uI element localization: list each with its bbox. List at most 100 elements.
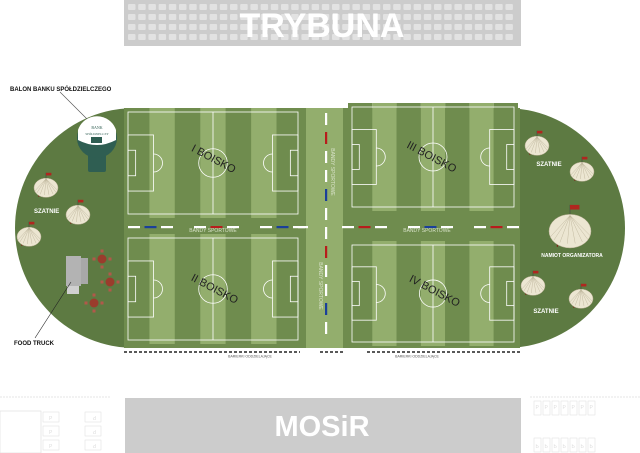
organizer-tent xyxy=(548,204,592,249)
parking-space: P xyxy=(551,400,560,416)
svg-text:P: P xyxy=(536,405,540,411)
sports-board-segment xyxy=(325,132,328,144)
sports-board-segment xyxy=(408,226,420,229)
parking-space: P xyxy=(578,400,587,416)
svg-text:P: P xyxy=(92,442,96,448)
parking-space: P xyxy=(560,437,569,453)
parking-space: P xyxy=(42,411,60,423)
svg-text:P: P xyxy=(545,405,549,411)
svg-text:P: P xyxy=(563,442,567,448)
svg-text:P: P xyxy=(581,405,585,411)
svg-text:P: P xyxy=(545,442,549,448)
sports-board-segment xyxy=(161,226,173,229)
svg-text:P: P xyxy=(92,428,96,434)
parking-space: P xyxy=(84,425,102,437)
sports-board-segment xyxy=(276,226,289,229)
parking-space: P xyxy=(533,437,542,453)
sports-board-segment xyxy=(325,265,328,277)
sports-board-segment xyxy=(325,284,328,296)
parking-space: P xyxy=(542,400,551,416)
pitch-3 xyxy=(348,103,518,211)
sports-board-segment xyxy=(325,189,328,201)
sports-board-segment xyxy=(325,113,328,125)
svg-text:P: P xyxy=(554,405,558,411)
boards-label-center-bottom: BANDY SPORTOWE xyxy=(317,262,323,310)
parking-space: P xyxy=(578,437,587,453)
changing-room-tent xyxy=(33,172,59,198)
food-truck xyxy=(34,256,88,339)
sports-board-segment xyxy=(375,226,387,229)
svg-text:P: P xyxy=(49,444,53,450)
sports-board-segment xyxy=(325,303,328,315)
sports-board-segment xyxy=(325,322,328,334)
svg-text:P: P xyxy=(92,414,96,420)
pitch-2 xyxy=(124,234,302,344)
sports-board-segment xyxy=(507,226,519,229)
changing-rooms-label-right-bottom: SZATNIE xyxy=(533,309,558,315)
balloon-label: BALON BANKU SPÓŁDZIELCZEGO xyxy=(10,85,112,93)
sports-board-segment xyxy=(260,226,272,229)
parking-space: P xyxy=(542,437,551,453)
sports-board-segment xyxy=(342,226,354,229)
svg-text:P: P xyxy=(49,416,53,422)
sports-board-segment xyxy=(474,226,486,229)
pitch-4 xyxy=(348,241,518,346)
svg-text:P: P xyxy=(590,442,594,448)
changing-room-tent xyxy=(568,283,594,309)
svg-text:P: P xyxy=(554,442,558,448)
sports-board-segment xyxy=(210,226,223,229)
sports-board-segment xyxy=(325,246,328,258)
parking-space: P xyxy=(84,411,102,423)
parking-space: P xyxy=(587,437,596,453)
changing-room-tent xyxy=(520,270,546,296)
parking-space: P xyxy=(551,437,560,453)
boards-label-right: BANDY SPORTOWE xyxy=(403,228,451,234)
sports-board-segment xyxy=(325,227,328,239)
balloon-text-2: SPÓŁDZIELCZY xyxy=(85,131,109,136)
picnic-table xyxy=(84,293,104,313)
sports-board-segment xyxy=(128,226,140,229)
changing-room-tent xyxy=(65,199,91,225)
pitch-1 xyxy=(124,108,302,218)
balloon-text-1: BANK xyxy=(91,125,102,130)
sports-board-segment xyxy=(424,226,437,229)
boards-label-left: BANDY SPORTOWE xyxy=(189,228,237,234)
parking-space: P xyxy=(42,439,60,451)
center-strip xyxy=(306,108,343,348)
parking-space: P xyxy=(587,400,596,416)
svg-text:P: P xyxy=(563,405,567,411)
changing-room-tent xyxy=(569,156,595,182)
parking-space: P xyxy=(84,439,102,451)
parking-space: P xyxy=(533,400,542,416)
food-truck-label: FOOD TRUCK xyxy=(14,341,55,347)
svg-text:P: P xyxy=(590,405,594,411)
stands-label: TRYBUNA xyxy=(240,7,405,45)
bank-balloon: BANK SPÓŁDZIELCZY xyxy=(59,91,117,172)
sports-board-segment xyxy=(194,226,206,229)
sports-board-segment xyxy=(298,226,308,229)
changing-room-tent xyxy=(524,130,550,156)
sports-board-segment xyxy=(227,226,239,229)
parking-space: P xyxy=(569,400,578,416)
svg-text:P: P xyxy=(581,442,585,448)
barrier-label-left: BARIERKI ODDZIELAJĄCE xyxy=(228,355,272,359)
parking-space: P xyxy=(569,437,578,453)
organizer-tent-label: NAMIOT ORGANIZATORA xyxy=(541,253,603,259)
sports-board-segment xyxy=(325,208,328,220)
sports-board-segment xyxy=(358,226,371,229)
parking-space: P xyxy=(42,425,60,437)
barrier-label-right: BARIERKI ODDZIELAJĄCE xyxy=(395,355,439,359)
changing-rooms-label-left: SZATNIE xyxy=(34,209,59,215)
sports-board-segment xyxy=(325,170,328,182)
changing-rooms-label-right-top: SZATNIE xyxy=(536,162,561,168)
picnic-table xyxy=(92,249,112,269)
sports-board-segment xyxy=(490,226,503,229)
parking-space: P xyxy=(560,400,569,416)
svg-text:P: P xyxy=(572,442,576,448)
svg-text:P: P xyxy=(572,405,576,411)
sports-board-segment xyxy=(441,226,453,229)
